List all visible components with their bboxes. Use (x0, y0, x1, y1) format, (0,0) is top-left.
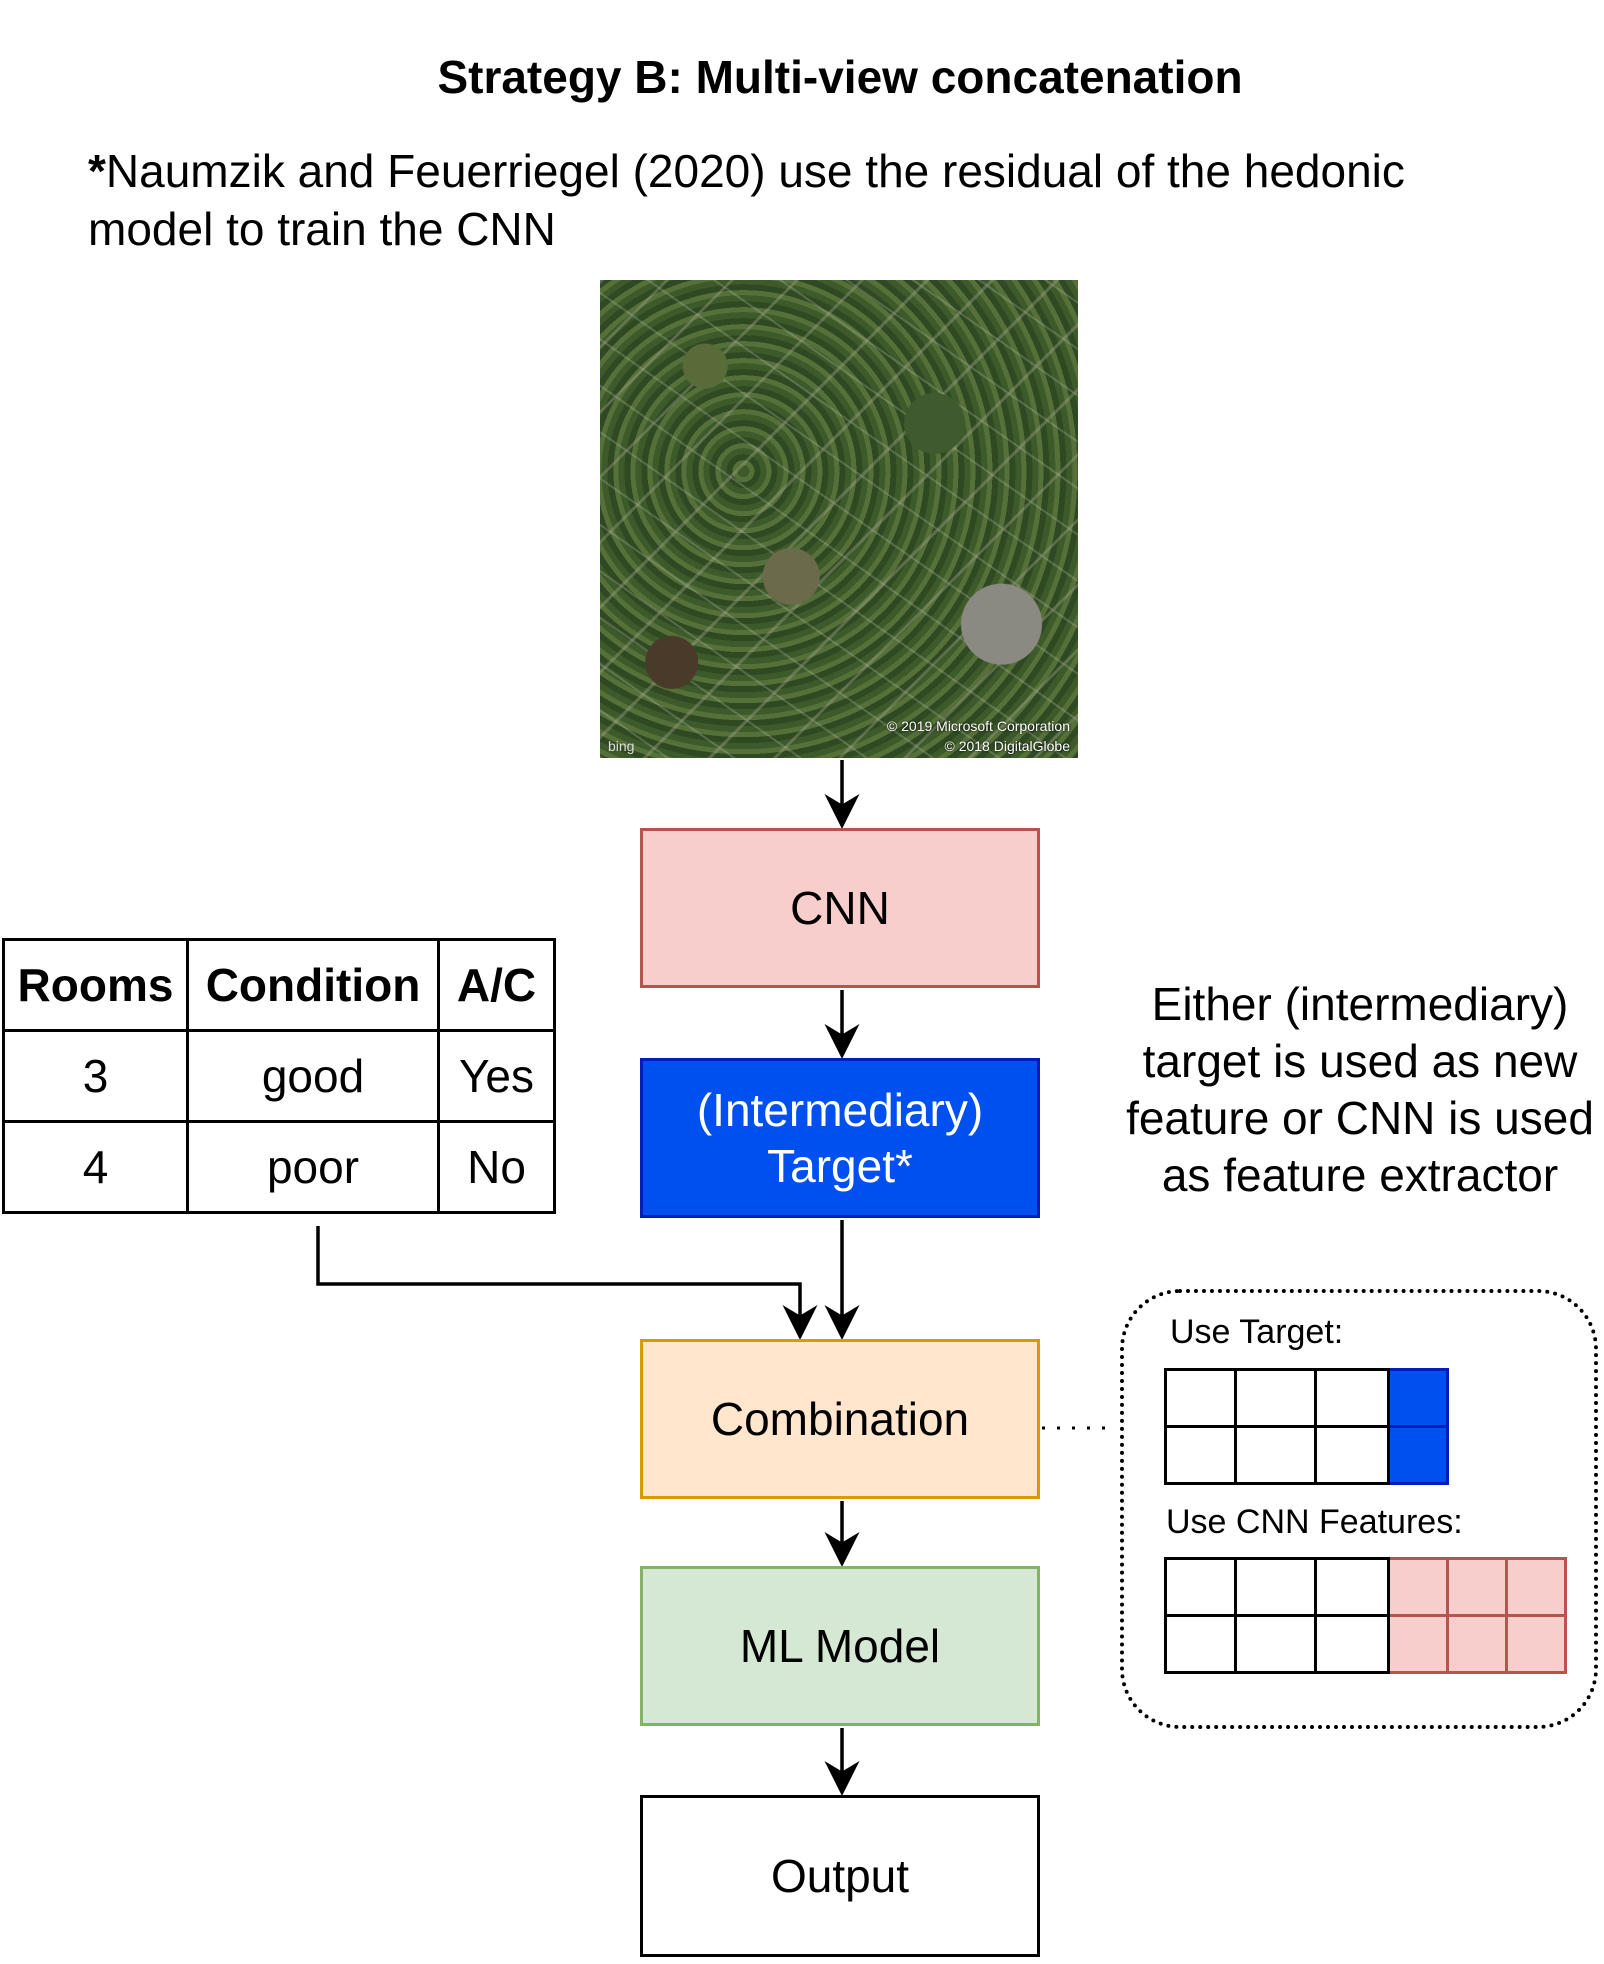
use-target-label: Use Target: (1170, 1313, 1344, 1351)
table-row: 4 poor No (2, 1120, 556, 1214)
intermediary-target-box: (Intermediary) Target* (640, 1058, 1040, 1218)
cnn-feature-cell (1505, 1614, 1567, 1674)
table-header-cell: Rooms (2, 938, 189, 1032)
copyright-line-2: © 2018 DigitalGlobe (944, 738, 1070, 754)
table-row: 3 good Yes (2, 1029, 556, 1123)
target-feature-cell (1387, 1368, 1449, 1428)
table-cell: Yes (437, 1029, 556, 1123)
use-target-grid (1164, 1368, 1449, 1485)
ml-model-box: ML Model (640, 1566, 1040, 1726)
options-panel: Use Target: Use CNN Features: (1120, 1289, 1598, 1729)
features-table: Rooms Condition A/C 3 good Yes 4 poor No (2, 938, 556, 1214)
table-cell: 3 (2, 1029, 189, 1123)
arrow-table-to-combination (316, 1226, 818, 1340)
combination-box: Combination (640, 1339, 1040, 1499)
cnn-feature-cell (1446, 1557, 1508, 1617)
footnote: *Naumzik and Feuerriegel (2020) use the … (88, 142, 1508, 258)
use-cnn-features-label: Use CNN Features: (1166, 1503, 1463, 1541)
bing-watermark: bing (608, 738, 635, 754)
target-feature-cell (1387, 1425, 1449, 1485)
diagram-title: Strategy B: Multi-view concatenation (437, 51, 1243, 103)
table-cell: No (437, 1120, 556, 1214)
footnote-marker: * (88, 145, 106, 197)
cnn-feature-cell (1387, 1557, 1449, 1617)
table-header-cell: Condition (186, 938, 440, 1032)
target-label-line-2: Target* (767, 1140, 913, 1192)
cnn-box: CNN (640, 828, 1040, 988)
output-box: Output (640, 1795, 1040, 1957)
table-header-row: Rooms Condition A/C (2, 938, 556, 1032)
copyright-line-1: © 2019 Microsoft Corporation (886, 718, 1070, 734)
satellite-image: bing © 2019 Microsoft Corporation © 2018… (600, 280, 1078, 758)
explanation-text: Either (intermediary) target is used as … (1126, 978, 1594, 1201)
footnote-text: Naumzik and Feuerriegel (2020) use the r… (88, 145, 1405, 255)
table-cell: 4 (2, 1120, 189, 1214)
table-cell: poor (186, 1120, 440, 1214)
cnn-feature-cell (1387, 1614, 1449, 1674)
table-cell: good (186, 1029, 440, 1123)
target-label-line-1: (Intermediary) (696, 1084, 984, 1136)
table-header-cell: A/C (437, 938, 556, 1032)
cnn-feature-cell (1505, 1557, 1567, 1617)
cnn-feature-cell (1446, 1614, 1508, 1674)
use-cnn-features-grid (1164, 1557, 1567, 1674)
